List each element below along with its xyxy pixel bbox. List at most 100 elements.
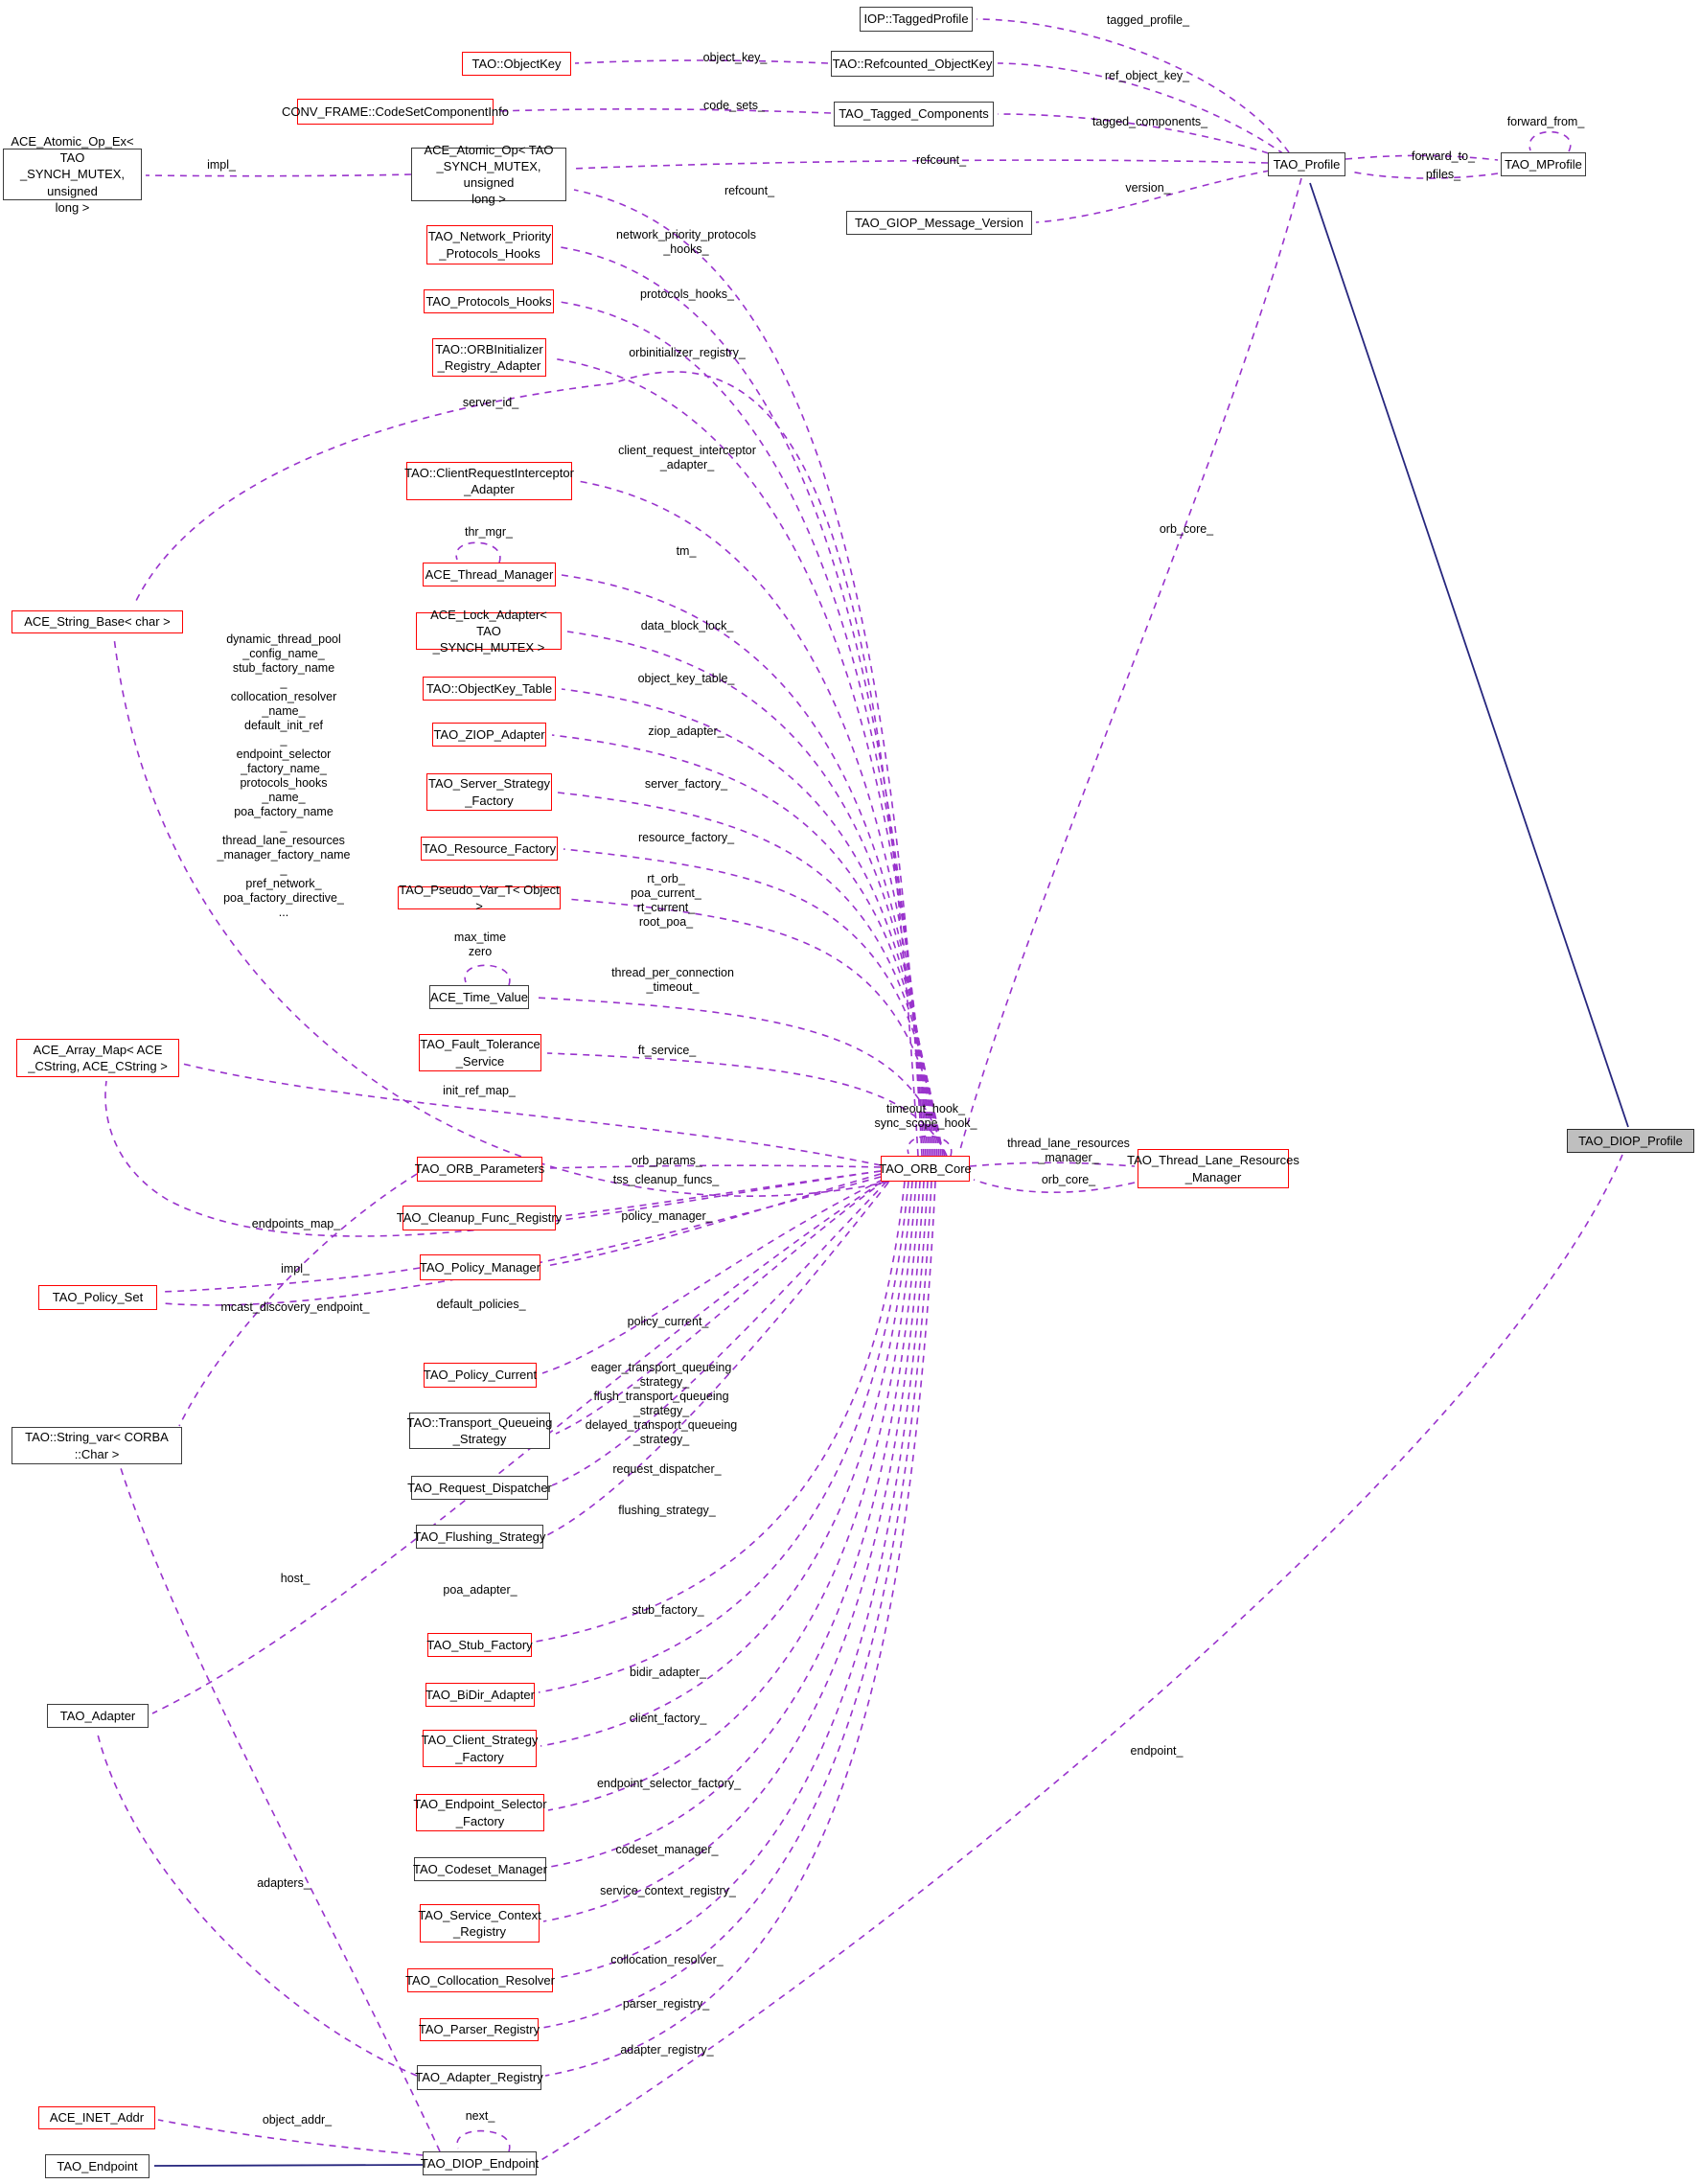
class-node-label: TAO::ObjectKey — [471, 56, 562, 71]
edge-label: collocation_resolver_ — [610, 1953, 724, 1966]
class-node-tao-refcounted-objectkey[interactable]: TAO::Refcounted_ObjectKey — [831, 51, 994, 77]
edge-label: ziop_adapter_ — [648, 724, 724, 738]
class-node-tao-transport-queueing-strategy[interactable]: TAO::Transport_Queueing _Strategy — [407, 1413, 552, 1449]
edge-resource-factory — [563, 848, 942, 1157]
class-node-label: ACE_Array_Map< ACE _CString, ACE_CString… — [28, 1042, 168, 1073]
class-node-ace-atomic-op[interactable]: ACE_Atomic_Op< TAO _SYNCH_MUTEX, unsigne… — [411, 143, 566, 206]
edge-protocols-hooks — [559, 301, 927, 1157]
class-node-label: TAO_Policy_Set — [52, 1290, 144, 1305]
class-node-conv-frame-codesetcomponentinfo[interactable]: CONV_FRAME::CodeSetComponentInfo — [282, 99, 509, 125]
class-node-tao-tagged-components[interactable]: TAO_Tagged_Components — [834, 102, 994, 126]
class-node-tao-flushing-strategy[interactable]: TAO_Flushing_Strategy — [413, 1525, 546, 1549]
class-node-tao-request-dispatcher[interactable]: TAO_Request_Dispatcher — [407, 1476, 552, 1500]
class-node-tao-endpoint-selector-factory[interactable]: TAO_Endpoint_Selector _Factory — [413, 1794, 547, 1831]
class-node-tao-adapter[interactable]: TAO_Adapter — [47, 1704, 149, 1728]
class-node-tao-orbinitializer-registry-adapter[interactable]: TAO::ORBInitializer _Registry_Adapter — [432, 338, 546, 377]
class-node-tao-fault-tolerance-service[interactable]: TAO_Fault_Tolerance _Service — [419, 1034, 541, 1071]
class-node-label: TAO_ZIOP_Adapter — [433, 726, 545, 742]
class-node-tao-mprofile[interactable]: TAO_MProfile — [1501, 152, 1586, 176]
edge-label: default_policies_ — [436, 1298, 526, 1311]
class-node-tao-parser-registry[interactable]: TAO_Parser_Registry — [418, 2018, 540, 2041]
edge-label: thr_mgr_ — [464, 525, 514, 539]
edge-label: flushing_strategy_ — [618, 1504, 716, 1517]
class-node-tao-thread-lane-resources-manager[interactable]: TAO_Thread_Lane_Resources _Manager — [1127, 1149, 1299, 1188]
class-node-label: TAO_Adapter — [59, 1708, 136, 1723]
class-node-tao-server-strategy-factory[interactable]: TAO_Server_Strategy _Factory — [426, 773, 552, 811]
class-node-label: ACE_Atomic_Op< TAO _SYNCH_MUTEX, unsigne… — [424, 142, 554, 207]
class-node-tao-diop-profile[interactable]: TAO_DIOP_Profile — [1567, 1129, 1694, 1153]
edge-orb-core-from-tlrm — [973, 1179, 1136, 1193]
class-node-label: ACE_String_Base< char > — [24, 614, 171, 630]
class-node-ace-time-value[interactable]: ACE_Time_Value — [429, 985, 529, 1009]
class-node-tao-endpoint[interactable]: TAO_Endpoint — [45, 2154, 149, 2178]
class-node-label: TAO_Service_Context _Registry — [418, 1907, 541, 1939]
edge-pfiles — [1349, 171, 1499, 179]
edge-label: tss_cleanup_funcs_ — [612, 1173, 720, 1186]
class-node-label: TAO_Adapter_Registry — [415, 2070, 543, 2085]
class-node-tao-objectkey-table[interactable]: TAO::ObjectKey_Table — [423, 677, 556, 701]
edge-label: init_ref_map_ — [443, 1084, 516, 1097]
edge-inherit-endpoint — [153, 2164, 424, 2167]
edge-label: tagged_components_ — [1092, 115, 1208, 128]
class-node-label: TAO::ClientRequestInterceptor _Adapter — [404, 465, 574, 496]
edge-impl-policy-set — [160, 1267, 421, 1293]
class-node-label: ACE_INET_Addr — [49, 2110, 145, 2126]
class-node-tao-pseudo-var-t[interactable]: TAO_Pseudo_Var_T< Object > — [398, 883, 561, 913]
class-node-tao-stub-factory[interactable]: TAO_Stub_Factory — [426, 1633, 533, 1657]
class-node-tao-giop-message-version[interactable]: TAO_GIOP_Message_Version — [846, 211, 1032, 235]
class-node-iop-taggedprofile[interactable]: IOP::TaggedProfile — [860, 7, 973, 32]
edge-label: endpoints_map_ — [251, 1217, 341, 1230]
edge-ft-service — [546, 1052, 948, 1157]
edge-label: host_ — [280, 1572, 310, 1585]
edge-label: data_block_lock_ — [640, 619, 734, 632]
edge-tagged-profile — [976, 18, 1290, 153]
edge-label: orbinitializer_registry_ — [629, 346, 746, 359]
class-node-tao-codeset-manager[interactable]: TAO_Codeset_Manager — [413, 1857, 547, 1881]
edge-label: protocols_hooks_ — [640, 287, 734, 301]
edge-max-time-loop — [464, 964, 511, 986]
edge-version — [1035, 170, 1271, 223]
class-node-label: TAO_Server_Strategy _Factory — [428, 776, 550, 808]
class-node-tao-orb-core[interactable]: TAO_ORB_Core — [879, 1156, 972, 1182]
class-node-tao-policy-set[interactable]: TAO_Policy_Set — [38, 1285, 157, 1310]
class-node-tao-clientrequestinterceptor-adapter[interactable]: TAO::ClientRequestInterceptor _Adapter — [404, 462, 574, 500]
edge-host — [120, 1467, 441, 2152]
class-node-tao-cleanup-func-registry[interactable]: TAO_Cleanup_Func_Registry — [397, 1206, 562, 1230]
class-node-ace-string-base[interactable]: ACE_String_Base< char > — [11, 610, 183, 633]
class-node-ace-inet-addr[interactable]: ACE_INET_Addr — [38, 2106, 155, 2129]
class-node-label: TAO_Flushing_Strategy — [413, 1529, 546, 1544]
class-node-tao-protocols-hooks[interactable]: TAO_Protocols_Hooks — [424, 289, 554, 313]
class-node-tao-collocation-resolver[interactable]: TAO_Collocation_Resolver — [405, 1968, 555, 1992]
class-node-tao-resource-factory[interactable]: TAO_Resource_Factory — [421, 837, 558, 861]
class-node-ace-lock-adapter[interactable]: ACE_Lock_Adapter< TAO _SYNCH_MUTEX > — [416, 608, 562, 655]
class-node-tao-objectkey[interactable]: TAO::ObjectKey — [462, 52, 571, 76]
class-node-ace-thread-manager[interactable]: ACE_Thread_Manager — [423, 563, 556, 586]
class-node-tao-policy-current[interactable]: TAO_Policy_Current — [424, 1363, 537, 1388]
class-node-tao-diop-endpoint[interactable]: TAO_DIOP_Endpoint — [421, 2151, 539, 2175]
class-node-tao-bidir-adapter[interactable]: TAO_BiDir_Adapter — [425, 1683, 535, 1707]
class-node-tao-ziop-adapter[interactable]: TAO_ZIOP_Adapter — [432, 723, 546, 747]
class-node-tao-client-strategy-factory[interactable]: TAO_Client_Strategy _Factory — [422, 1730, 538, 1767]
class-node-ace-atomic-op-ex[interactable]: ACE_Atomic_Op_Ex< TAO _SYNCH_MUTEX, unsi… — [3, 134, 142, 215]
class-node-tao-orb-parameters[interactable]: TAO_ORB_Parameters — [415, 1157, 544, 1182]
edge-label: client_request_interceptor _adapter_ — [618, 444, 756, 471]
edge-ref-object-key — [997, 62, 1285, 155]
class-node-label: TAO::ObjectKey_Table — [425, 680, 553, 696]
edge-next-loop — [456, 2129, 511, 2152]
class-node-label: TAO_Parser_Registry — [418, 2022, 540, 2037]
class-node-tao-string-var[interactable]: TAO::String_var< CORBA ::Char > — [11, 1427, 182, 1464]
class-node-label: ACE_Time_Value — [430, 989, 528, 1004]
class-node-label: TAO_Endpoint_Selector _Factory — [413, 1797, 547, 1828]
class-node-tao-policy-manager[interactable]: TAO_Policy_Manager — [420, 1254, 540, 1280]
edge-label: codeset_manager_ — [615, 1843, 719, 1856]
edge-data-block-lock — [566, 631, 934, 1157]
class-node-tao-profile[interactable]: TAO_Profile — [1268, 152, 1345, 176]
class-node-tao-network-priority-protocols-hooks[interactable]: TAO_Network_Priority _Protocols_Hooks — [426, 225, 553, 264]
class-node-label: TAO_Endpoint — [57, 2158, 138, 2173]
class-node-tao-service-context-registry[interactable]: TAO_Service_Context _Registry — [418, 1904, 541, 1943]
class-node-ace-array-map[interactable]: ACE_Array_Map< ACE _CString, ACE_CString… — [16, 1039, 179, 1077]
edge-label: object_addr_ — [262, 2113, 333, 2127]
class-node-tao-adapter-registry[interactable]: TAO_Adapter_Registry — [415, 2065, 543, 2090]
class-node-label: TAO_Protocols_Hooks — [425, 293, 552, 309]
edge-label: stub_factory_ — [632, 1603, 704, 1617]
